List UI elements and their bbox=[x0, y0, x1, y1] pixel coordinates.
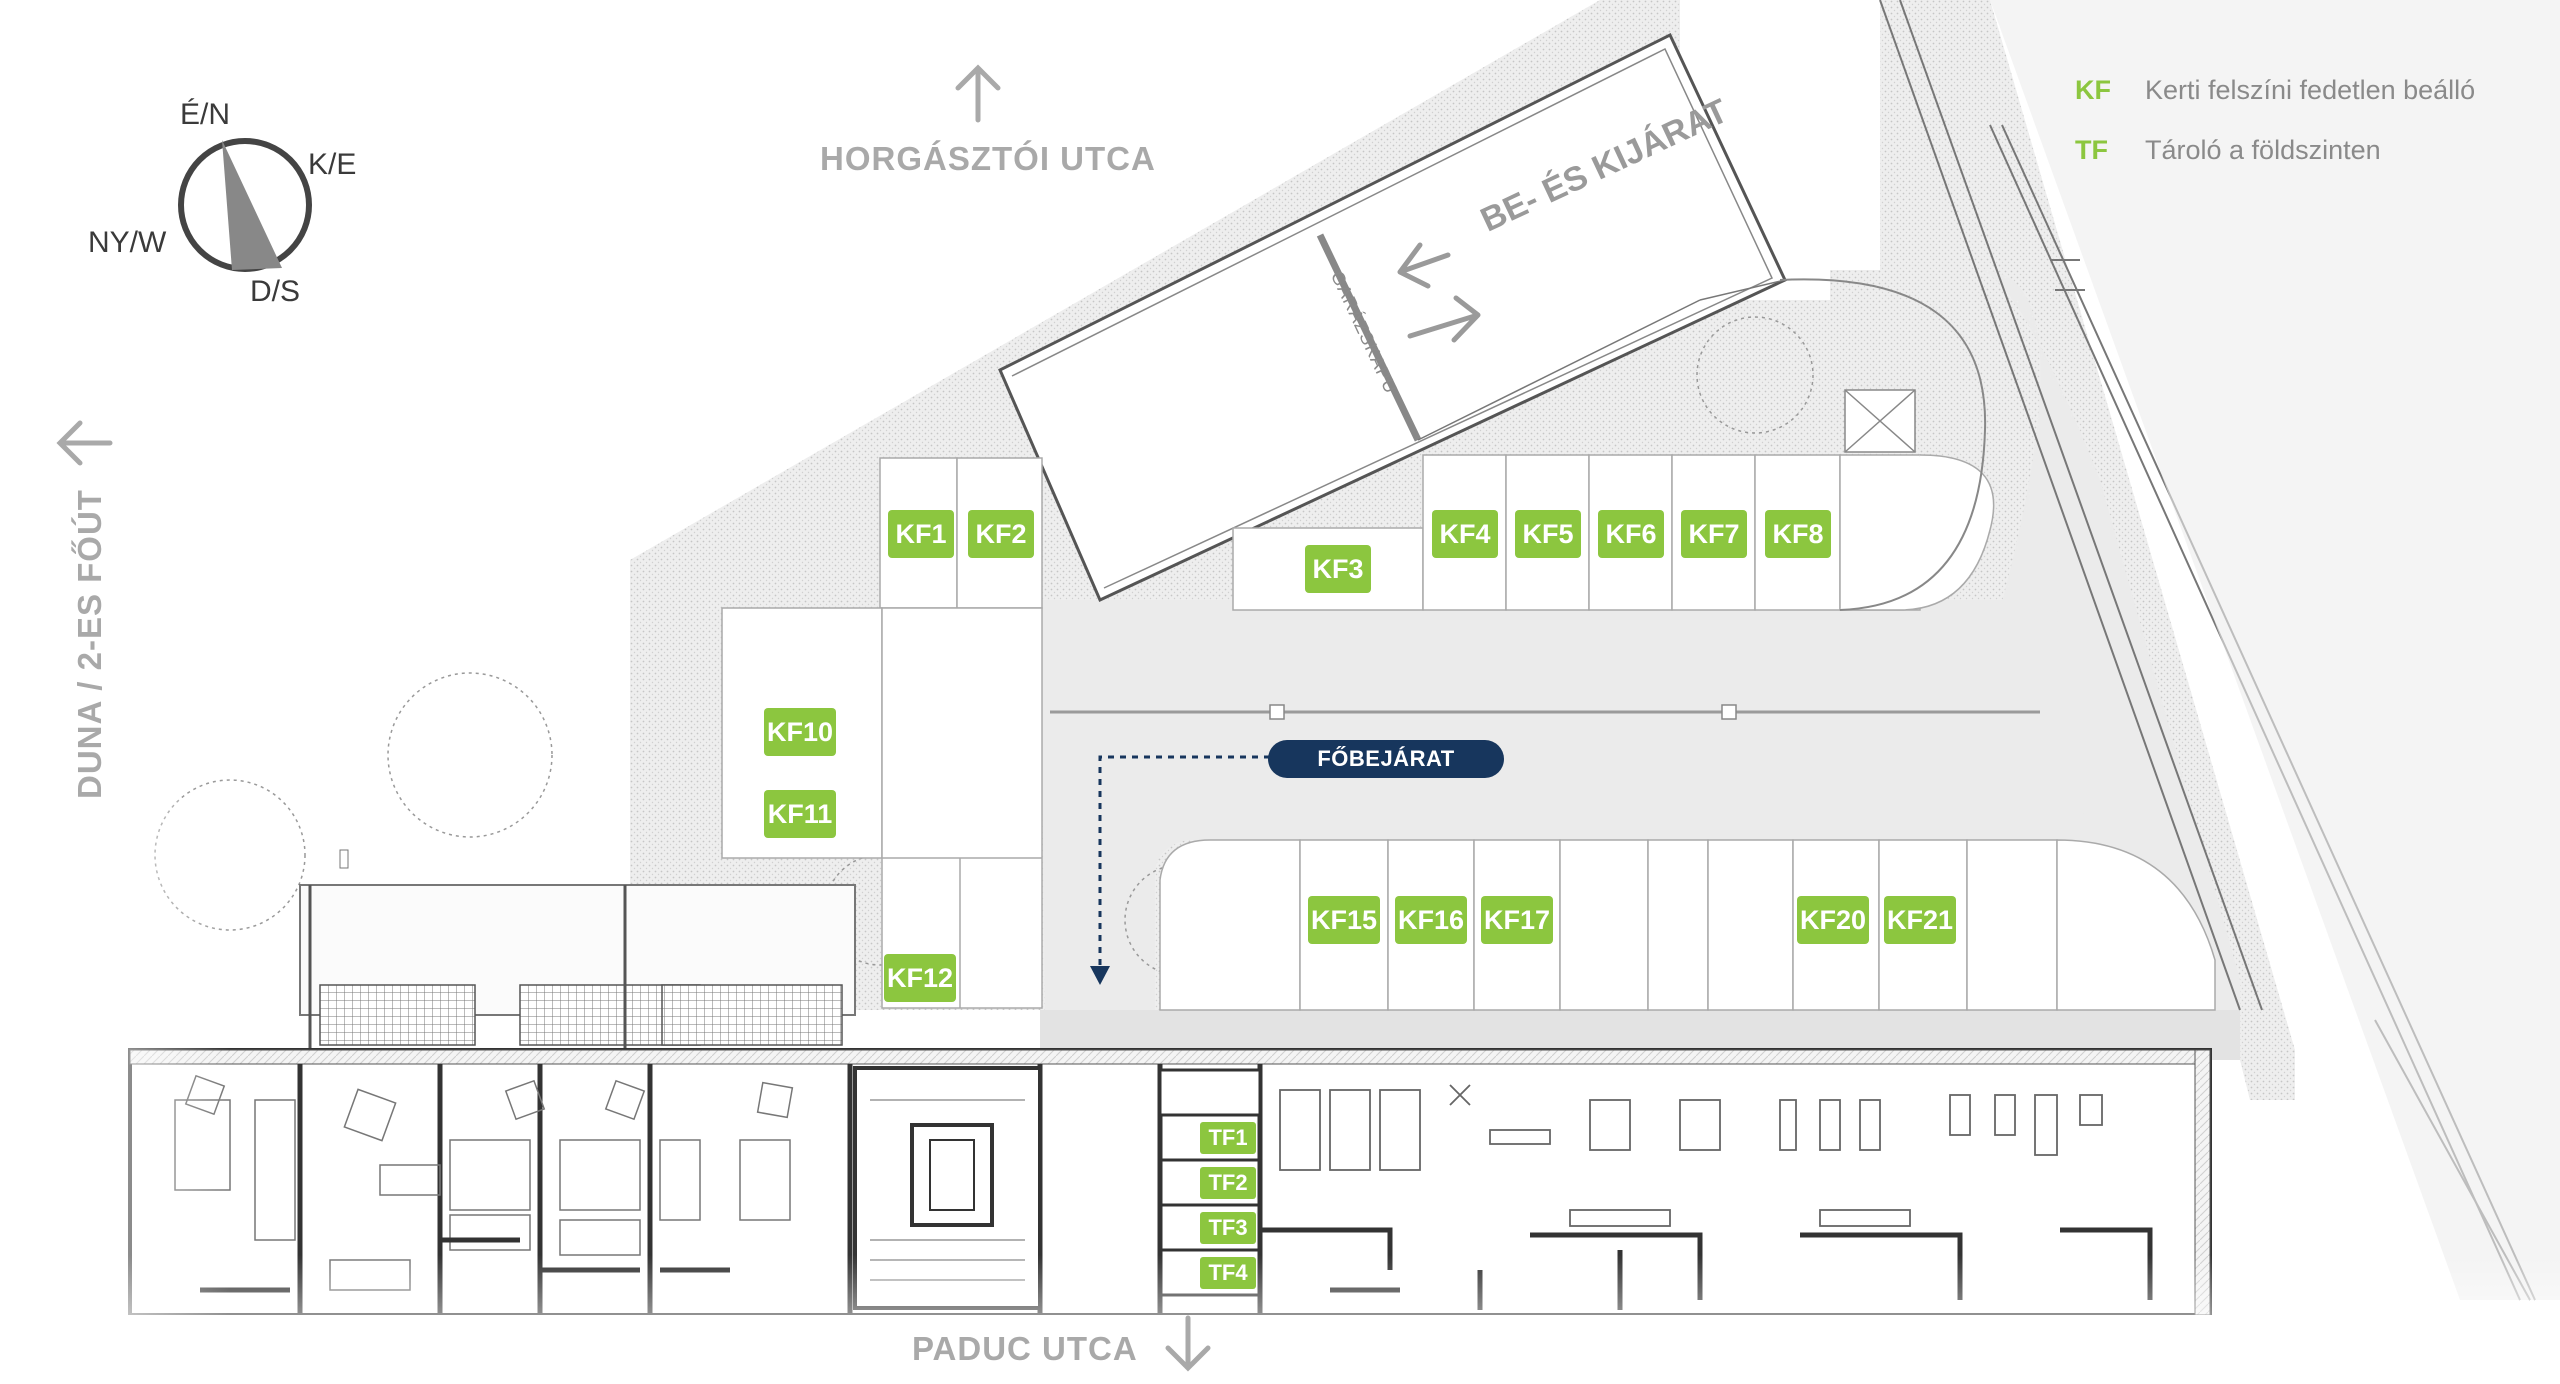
driveway-center bbox=[1045, 600, 2060, 840]
entrance-arrow-head bbox=[1090, 966, 1110, 985]
parking-spot-kf16[interactable]: KF16 bbox=[1395, 896, 1467, 944]
parking-spot-kf21[interactable]: KF21 bbox=[1884, 896, 1956, 944]
storage-unit-tf1[interactable]: TF1 bbox=[1200, 1122, 1256, 1154]
street-label-top: HORGÁSZTÓI UTCA bbox=[820, 140, 1156, 177]
tree-box bbox=[1844, 389, 1916, 453]
legend-text-kf: Kerti felszíni fedetlen beálló bbox=[2145, 75, 2476, 105]
storage-unit-tf2[interactable]: TF2 bbox=[1200, 1167, 1256, 1199]
parking-spot-kf2[interactable]: KF2 bbox=[968, 510, 1034, 558]
street-label-bottom: PADUC UTCA bbox=[912, 1330, 1138, 1367]
parking-spot-kf5[interactable]: KF5 bbox=[1515, 510, 1581, 558]
parking-spot-kf4[interactable]: KF4 bbox=[1432, 510, 1498, 558]
compass-icon bbox=[178, 138, 312, 272]
parking-spot-kf6[interactable]: KF6 bbox=[1598, 510, 1664, 558]
parking-spot-kf3[interactable]: KF3 bbox=[1305, 545, 1371, 593]
parking-spot-kf8[interactable]: KF8 bbox=[1765, 510, 1831, 558]
street-label-left: DUNA / 2-ES FŐÚT bbox=[70, 489, 108, 799]
terrace-structure bbox=[299, 849, 856, 1050]
parking-spot-kf12[interactable]: KF12 bbox=[884, 954, 956, 1002]
compass-west-label: NY/W bbox=[88, 226, 167, 259]
street-arrows bbox=[56, 64, 1211, 1372]
storage-unit-tf4[interactable]: TF4 bbox=[1200, 1257, 1256, 1289]
compass-south-label: D/S bbox=[250, 275, 301, 308]
ramp-arrows bbox=[1397, 242, 1481, 343]
main-entrance-label: FŐBEJÁRAT bbox=[1268, 740, 1504, 778]
parking-spot-kf17[interactable]: KF17 bbox=[1481, 896, 1553, 944]
parking-spot-kf10[interactable]: KF10 bbox=[764, 708, 836, 756]
parking-spot-kf15[interactable]: KF15 bbox=[1308, 896, 1380, 944]
parking-spot-kf11[interactable]: KF11 bbox=[764, 790, 836, 838]
parking-spot-kf20[interactable]: KF20 bbox=[1797, 896, 1869, 944]
legend-code-tf: TF bbox=[2075, 135, 2108, 165]
parking-spot-kf7[interactable]: KF7 bbox=[1681, 510, 1747, 558]
compass-north-label: É/N bbox=[180, 98, 231, 131]
legend-code-kf: KF bbox=[2075, 75, 2111, 105]
compass-east-label: K/E bbox=[308, 148, 357, 181]
storage-unit-tf3[interactable]: TF3 bbox=[1200, 1212, 1256, 1244]
entrance-path bbox=[1098, 755, 1270, 975]
legend-text-tf: Tároló a földszinten bbox=[2145, 135, 2381, 165]
parking-spot-kf1[interactable]: KF1 bbox=[888, 510, 954, 558]
